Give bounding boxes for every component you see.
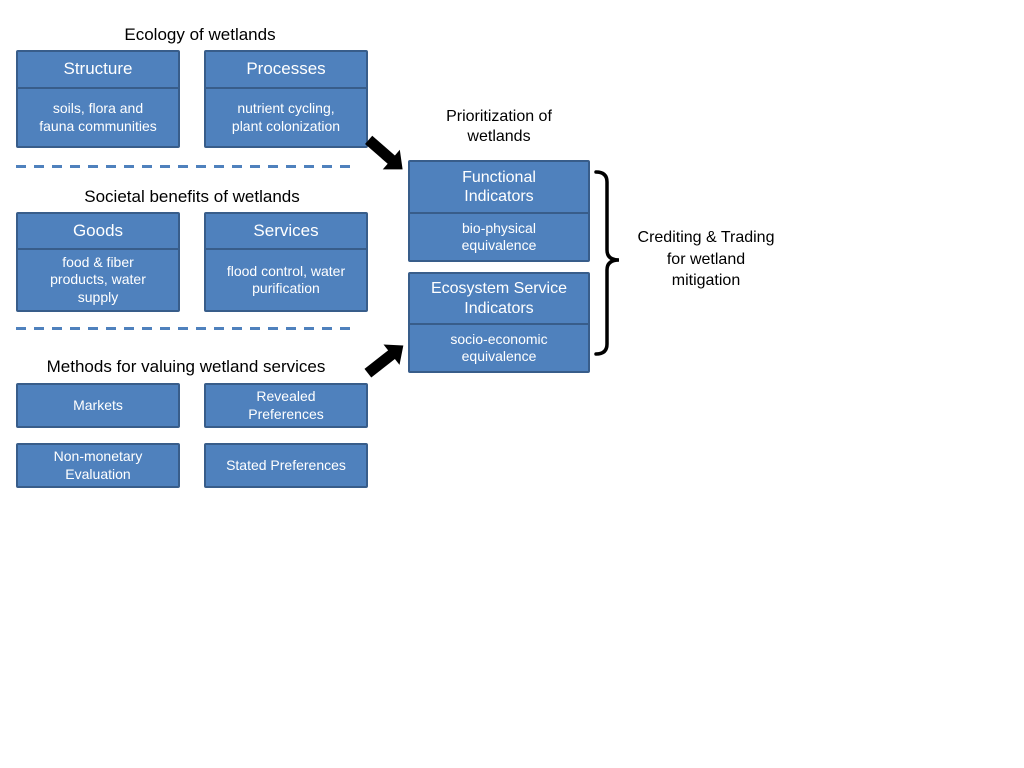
- goods-box-body: food & fiber products, water supply: [50, 253, 146, 305]
- dashed-divider-top: [16, 165, 353, 168]
- ecosystem-service-indicators-box: Ecosystem Service Indicators socio-econo…: [408, 272, 590, 373]
- functional-indicators-body: bio-physical equivalence: [461, 219, 537, 254]
- methods-heading: Methods for valuing wetland services: [46, 357, 326, 376]
- ecosystem-service-indicators-title: Ecosystem Service Indicators: [410, 274, 588, 325]
- goods-box: Goods food & fiber products, water suppl…: [16, 212, 180, 312]
- services-box-body: flood control, water purification: [226, 262, 346, 297]
- structure-box: Structure soils, flora and fauna communi…: [16, 50, 180, 148]
- structure-box-body: soils, flora and fauna communities: [39, 100, 157, 134]
- societal-heading: Societal benefits of wetlands: [84, 187, 300, 206]
- stated-preferences-box: Stated Preferences: [204, 443, 368, 488]
- crediting-trading-label: Crediting & Trading for wetland mitigati…: [637, 229, 775, 290]
- processes-box-title: Processes: [206, 52, 366, 89]
- dashed-divider-bottom: [16, 327, 353, 330]
- ecology-heading: Ecology of wetlands: [124, 25, 276, 44]
- processes-box: Processes nutrient cycling, plant coloni…: [204, 50, 368, 148]
- services-box-title: Services: [206, 214, 366, 250]
- ecosystem-service-indicators-body: socio-economic equivalence: [450, 330, 548, 365]
- arrow-up-right-icon: [364, 344, 404, 378]
- goods-box-title: Goods: [18, 214, 178, 250]
- curly-brace-icon: [594, 170, 620, 356]
- revealed-preferences-box: Revealed Preferences: [204, 383, 368, 428]
- arrow-down-right-icon: [365, 135, 403, 170]
- services-box: Services flood control, water purificati…: [204, 212, 368, 312]
- structure-box-title: Structure: [18, 52, 178, 89]
- processes-box-body: nutrient cycling, plant colonization: [231, 100, 341, 134]
- markets-box: Markets: [16, 383, 180, 428]
- prioritization-heading: Prioritization of wetlands: [446, 108, 552, 145]
- non-monetary-evaluation-box: Non-monetary Evaluation: [16, 443, 180, 488]
- functional-indicators-title: Functional Indicators: [410, 162, 588, 214]
- functional-indicators-box: Functional Indicators bio-physical equiv…: [408, 160, 590, 262]
